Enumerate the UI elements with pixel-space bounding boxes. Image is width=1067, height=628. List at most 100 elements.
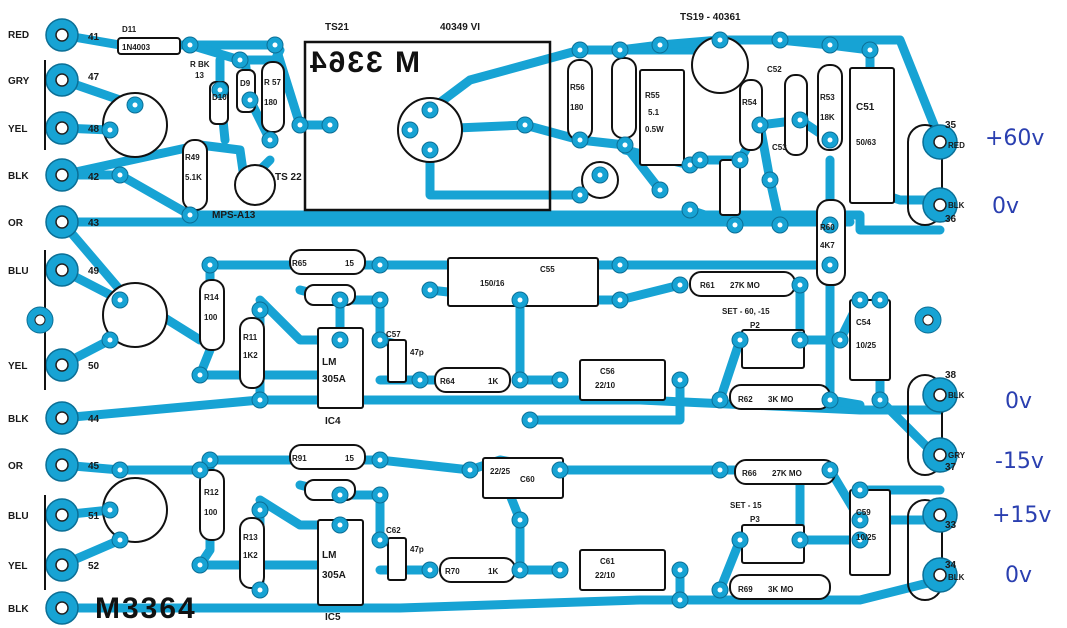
solder-pad-hole (777, 222, 783, 228)
solder-pad-hole (857, 487, 863, 493)
d11-label: D11 (122, 25, 137, 34)
c53-label: C53 (772, 143, 787, 152)
solder-pad-hole (247, 97, 253, 103)
solder-pad-hole (337, 337, 343, 343)
r53-label: R53 (820, 93, 835, 102)
solder-pad-hole (617, 297, 623, 303)
c54-label: C54 (856, 318, 871, 327)
solder-pad-hole (377, 457, 383, 463)
device-labels: TS21 40349 VI TS19 - 40361 TS 22 MPS-A13… (212, 12, 741, 623)
r64-label: R64 (440, 377, 455, 386)
solder-pad-hole (517, 377, 523, 383)
r14-label: R14 (204, 293, 219, 302)
solder-pad-hole (107, 507, 113, 513)
note-0v-top: 0v (992, 194, 1019, 219)
r55-label: R55 (645, 91, 660, 100)
r57-label: R 57 (264, 78, 281, 87)
c56-label: C56 (600, 367, 615, 376)
c62-label: C62 (386, 526, 401, 535)
component-value-labels: D11 1N4003 R BK 13 D10 D9 R 57 180 R49 5… (122, 25, 877, 594)
c60-val: 22/25 (490, 467, 511, 476)
label-blk-2: BLK (8, 414, 29, 425)
r62-val: 3K MO (768, 395, 793, 404)
solder-pad-hole (377, 537, 383, 543)
solder-pad-hole (517, 517, 523, 523)
p3-label: P3 (750, 515, 760, 524)
solder-pad-hole (757, 122, 763, 128)
solder-pad-hole (622, 142, 628, 148)
c57-label: C57 (386, 330, 401, 339)
solder-pad-hole (737, 157, 743, 163)
ic4-part: 305A (322, 374, 346, 385)
solder-pad-hole (827, 397, 833, 403)
solder-pad-hole (797, 117, 803, 123)
r55-val: 5.1 (648, 108, 660, 117)
c55-label: C55 (540, 265, 555, 274)
solder-pad-hole (267, 137, 273, 143)
r60-label: R60 (820, 223, 835, 232)
r91-val: 15 (345, 454, 354, 463)
solder-pad-hole (197, 562, 203, 568)
right-pin-37: 37 (945, 462, 957, 473)
right-pin-35: 35 (945, 120, 957, 131)
r69-val: 3K MO (768, 585, 793, 594)
label-or-2: OR (8, 461, 24, 472)
r13-val: 1K2 (243, 551, 258, 560)
right-connector-pads (907, 124, 958, 601)
c59-label: C59 (856, 508, 871, 517)
set-60-label: SET - 60, -15 (722, 307, 770, 316)
solder-pad-hole (467, 467, 473, 473)
ic5-part: 305A (322, 570, 346, 581)
label-blk-3: BLK (8, 604, 29, 615)
r65-label: R65 (292, 259, 307, 268)
solder-pad-hole (217, 87, 223, 93)
ts21-transistor-body (397, 97, 463, 163)
rbk-num: 13 (195, 71, 204, 80)
r61-val: 27K MO (730, 281, 760, 290)
solder-pad-hole (717, 37, 723, 43)
c61-label: C61 (600, 557, 615, 566)
pin-45: 45 (88, 461, 100, 472)
c62-val: 47p (410, 545, 424, 554)
c55-val: 150/16 (480, 279, 505, 288)
solder-pad-hole (877, 397, 883, 403)
rbk-label: R BK (190, 60, 210, 69)
solder-pad-hole (677, 597, 683, 603)
label-gry: GRY (8, 76, 30, 87)
r13-label: R13 (243, 533, 258, 542)
p2-label: P2 (750, 321, 760, 330)
solder-pad-hole (617, 262, 623, 268)
pin-42: 42 (88, 172, 100, 183)
r65-val: 15 (345, 259, 354, 268)
solder-pad-hole (827, 262, 833, 268)
solder-pad-hole (257, 507, 263, 513)
solder-pad-hole (732, 222, 738, 228)
transistor-outlines (102, 36, 749, 543)
right-pin-33: 33 (945, 520, 957, 531)
r66-val: 27K MO (772, 469, 802, 478)
solder-pad-hole (827, 222, 833, 228)
label-or: OR (8, 218, 24, 229)
r56-label: R56 (570, 83, 585, 92)
right-label-gry: GRY (948, 451, 966, 460)
pin-50: 50 (88, 361, 100, 372)
solder-pad-hole (257, 397, 263, 403)
label-blu: BLU (8, 266, 29, 277)
solder-pad-hole (577, 137, 583, 143)
set-15-label: SET - 15 (730, 501, 762, 510)
left-connector-pads (44, 18, 79, 625)
label-red: RED (8, 30, 29, 41)
solder-pad-hole (617, 47, 623, 53)
c59-val: 10/25 (856, 533, 877, 542)
solder-pad-hole (417, 377, 423, 383)
ic5-label: IC5 (325, 612, 341, 623)
solder-pad-hole (377, 337, 383, 343)
solder-pad-hole (522, 122, 528, 128)
right-pin-labels: 35 RED BLK 36 38 BLK GRY 37 33 34 BLK (945, 120, 966, 582)
pin-49: 49 (88, 266, 100, 277)
c54-val: 10/25 (856, 341, 877, 350)
solder-pad-hole (677, 282, 683, 288)
right-label-blk-3: BLK (948, 573, 965, 582)
r11-val: 1K2 (243, 351, 258, 360)
solder-pads (101, 31, 889, 609)
